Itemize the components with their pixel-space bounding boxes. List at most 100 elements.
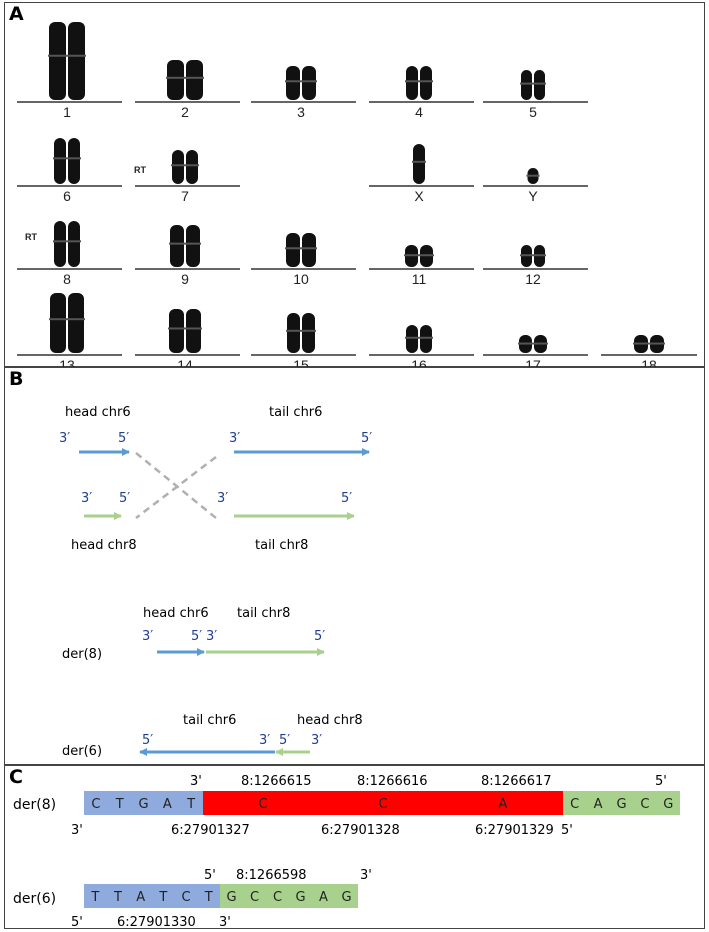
centromere-1 bbox=[48, 54, 67, 57]
der6-base: T bbox=[90, 890, 99, 905]
der8-base: G bbox=[663, 797, 673, 812]
der8-top-right-end: 5' bbox=[655, 774, 667, 789]
label-head-chr6: head chr6 bbox=[65, 405, 131, 420]
der8-bottom-coord-3: 6:27901329 bbox=[475, 823, 554, 838]
der6-base: C bbox=[273, 890, 282, 905]
der8-base: T bbox=[186, 797, 195, 812]
chromosome-label-4: 4 bbox=[415, 104, 423, 120]
centromere-6 bbox=[53, 157, 67, 160]
der6-base: A bbox=[319, 890, 328, 905]
chromosome-4 bbox=[406, 66, 418, 100]
der6-bottom-left-end: 5' bbox=[71, 915, 83, 930]
der6-base: G bbox=[226, 890, 236, 905]
rt-mark-chr6: RT bbox=[134, 165, 146, 175]
centromere-8 bbox=[53, 240, 67, 243]
der8-chr6-segment bbox=[84, 791, 203, 815]
centromere-2 bbox=[185, 76, 204, 79]
der8-base: G bbox=[616, 797, 626, 812]
end-3-head-chr8: 3′ bbox=[81, 491, 92, 506]
der6-base: T bbox=[113, 890, 122, 905]
der6-base: G bbox=[341, 890, 351, 905]
der6-end-3-mid: 3′ bbox=[259, 733, 270, 748]
chromosome-1 bbox=[49, 22, 66, 100]
der6-base: A bbox=[136, 890, 145, 905]
centromere-16 bbox=[405, 336, 419, 339]
label-tail-chr8: tail chr8 bbox=[255, 538, 308, 553]
der8-base: A bbox=[163, 797, 172, 812]
centromere-10 bbox=[301, 247, 317, 250]
der6-bottom-right-end: 3' bbox=[219, 915, 231, 930]
chromosome-label-6: 6 bbox=[63, 188, 71, 204]
der6-top-coord: 8:1266598 bbox=[236, 868, 307, 883]
chromosome-X bbox=[413, 144, 425, 184]
crossover-line-1 bbox=[135, 452, 217, 519]
chromosome-label-7: 7 bbox=[181, 188, 189, 204]
chromosome-6 bbox=[54, 138, 66, 184]
chromosome-10 bbox=[302, 233, 316, 267]
centromere-3 bbox=[301, 80, 317, 83]
panel-b-letter: B bbox=[9, 368, 24, 390]
chromosome-label-2: 2 bbox=[181, 104, 189, 120]
centromere-2 bbox=[166, 76, 185, 79]
chromosome-9 bbox=[186, 225, 200, 267]
centromere-14 bbox=[185, 327, 202, 330]
der8-base: C bbox=[640, 797, 649, 812]
chromosome-label-12: 12 bbox=[525, 271, 541, 287]
der8-end-5-right: 5′ bbox=[314, 629, 325, 644]
chromosome-2 bbox=[186, 60, 203, 100]
chromosome-7 bbox=[172, 150, 184, 184]
chromosome-label-8: 8 bbox=[63, 271, 71, 287]
end-5-head-chr6: 5′ bbox=[118, 431, 129, 446]
chromosome-14 bbox=[169, 309, 184, 353]
chromosome-label-11: 11 bbox=[412, 271, 427, 287]
der8-bottom-right-end: 5' bbox=[561, 823, 573, 838]
der8-breakpoint-segment bbox=[203, 791, 563, 815]
centromere-1 bbox=[67, 54, 86, 57]
der6-end-5-left: 5′ bbox=[142, 733, 153, 748]
der6-end-5-mid: 5′ bbox=[279, 733, 290, 748]
der8-end-3-mid: 3′ bbox=[206, 629, 217, 644]
der8-top-left-end: 3' bbox=[190, 774, 202, 789]
chromosome-8 bbox=[54, 221, 66, 267]
centromere-9 bbox=[185, 242, 201, 245]
der8-bottom-coord-1: 6:27901327 bbox=[171, 823, 250, 838]
panel-b-translocation-schematic: B head chr6 tail chr6 3′ 5′ 3′ 5′ 3′ 5′ … bbox=[4, 367, 705, 765]
chromosome-label-Y: Y bbox=[528, 188, 538, 204]
der8-top-coord-1: 8:1266615 bbox=[241, 774, 312, 789]
chromosome-8 bbox=[68, 221, 80, 267]
end-3-tail-chr6: 3′ bbox=[229, 431, 240, 446]
centromere-10 bbox=[285, 247, 301, 250]
der6-top-left-end: 5' bbox=[204, 868, 216, 883]
centromere-17 bbox=[533, 342, 548, 345]
centromere-5 bbox=[533, 82, 546, 85]
der6-end-3-right: 3′ bbox=[311, 733, 322, 748]
der6-row-label: der(6) bbox=[13, 891, 56, 907]
chromosome-label-5: 5 bbox=[529, 104, 537, 120]
der8-label-head-chr6: head chr6 bbox=[143, 606, 209, 621]
label-tail-chr6: tail chr6 bbox=[269, 405, 322, 420]
chromosome-2 bbox=[167, 60, 184, 100]
der8-top-coord-3: 8:1266617 bbox=[481, 774, 552, 789]
centromere-9 bbox=[169, 242, 185, 245]
chromosome-16 bbox=[420, 325, 432, 353]
centromere-8 bbox=[67, 240, 81, 243]
chromosome-5 bbox=[521, 70, 532, 100]
end-5-tail-chr6: 5′ bbox=[361, 431, 372, 446]
sequence-svg: 3' 8:1266615 8:1266616 8:1266617 5' der(… bbox=[13, 774, 680, 930]
centromere-12 bbox=[533, 254, 546, 257]
der8-breakpoint-base: C bbox=[258, 797, 267, 812]
centromere-15 bbox=[301, 329, 316, 332]
centromere-12 bbox=[520, 254, 533, 257]
centromere-14 bbox=[168, 327, 185, 330]
der6-top-right-end: 3' bbox=[360, 868, 372, 883]
der6-bottom-coord: 6:27901330 bbox=[117, 915, 196, 930]
centromere-4 bbox=[405, 80, 419, 83]
chromosome-label-3: 3 bbox=[297, 104, 305, 120]
chromosome-3 bbox=[286, 66, 300, 100]
chromosome-5 bbox=[534, 70, 545, 100]
centromere-13 bbox=[49, 318, 67, 321]
